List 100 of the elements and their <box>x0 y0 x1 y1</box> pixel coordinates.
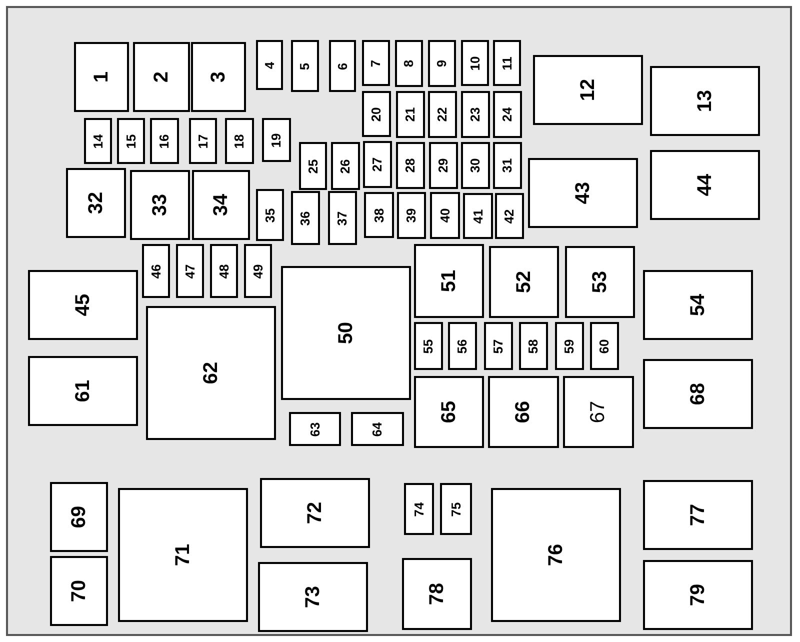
fuse-box <box>84 118 112 164</box>
fuse-number: 71 <box>173 544 193 566</box>
fuse-number: 17 <box>196 134 210 148</box>
fuse-number: 26 <box>339 158 352 174</box>
fuse-box <box>130 170 190 240</box>
fuse-number: 69 <box>69 506 89 528</box>
fuse-number: 21 <box>404 107 417 122</box>
fuse-box <box>299 142 327 190</box>
fuse-box <box>396 142 425 189</box>
fuse-number: 38 <box>372 208 386 222</box>
fuse-number: 27 <box>371 157 384 172</box>
fuse-box <box>191 42 246 112</box>
fuse-number: 14 <box>92 134 104 148</box>
fuse-box <box>491 488 621 622</box>
fuse-number: 22 <box>436 107 449 122</box>
fuse-box <box>331 142 360 190</box>
fuse-number: 59 <box>563 338 576 354</box>
fuse-box <box>555 322 584 370</box>
fuse-box <box>528 158 638 228</box>
fuse-box <box>643 480 753 550</box>
fuse-box <box>396 91 425 138</box>
fuse-number: 11 <box>500 56 514 70</box>
fuse-box <box>489 246 559 318</box>
fuse-number: 62 <box>201 362 221 384</box>
fuse-box <box>281 266 411 400</box>
fuse-number: 25 <box>306 158 320 174</box>
fuse-box <box>493 142 522 189</box>
fuse-box <box>643 270 753 340</box>
fuse-box <box>225 118 254 164</box>
fuse-box <box>262 118 291 162</box>
fuse-box <box>256 189 284 241</box>
fuse-number: 49 <box>252 264 264 278</box>
fuse-number: 63 <box>308 422 322 436</box>
fuse-number: 72 <box>305 502 325 524</box>
fuse-number: 58 <box>527 338 540 354</box>
fuse-box <box>362 40 390 86</box>
fuse-box <box>404 483 434 535</box>
fuse-number: 6 <box>336 62 349 70</box>
fuse-box <box>118 488 248 622</box>
fuse-box <box>50 482 108 552</box>
fuse-number: 10 <box>468 56 482 70</box>
fuse-box <box>291 40 319 92</box>
fuse-number: 35 <box>264 208 276 222</box>
fuse-number: 4 <box>263 61 276 69</box>
fuse-box <box>66 168 126 238</box>
fuse-number: 40 <box>438 208 452 223</box>
fuse-box <box>428 40 456 87</box>
fuse-box <box>463 193 493 239</box>
fuse-number: 32 <box>86 192 106 214</box>
fuse-box <box>142 244 170 298</box>
fuse-number: 73 <box>303 586 323 608</box>
fuse-box <box>495 193 524 239</box>
fuse-box <box>351 412 404 446</box>
fuse-number: 3 <box>208 71 228 83</box>
fuse-number: 33 <box>150 194 170 216</box>
fuse-number: 13 <box>695 90 715 112</box>
fuse-box <box>519 322 548 370</box>
fuse-number: 15 <box>124 134 138 148</box>
fuse-number: 19 <box>270 132 283 148</box>
fuse-number: 34 <box>211 194 231 216</box>
fuse-box <box>461 40 489 86</box>
fuse-box <box>364 192 394 238</box>
fuse-box <box>414 376 484 448</box>
fuse-box <box>258 562 368 632</box>
fuse-number: 47 <box>184 264 196 278</box>
fuse-number: 61 <box>73 380 93 402</box>
fuse-number: 28 <box>404 158 417 173</box>
fuse-number: 46 <box>150 264 162 278</box>
fuse-number: 77 <box>688 504 708 526</box>
fuse-number: 78 <box>427 582 447 606</box>
fuse-number: 5 <box>298 62 312 70</box>
fuse-box <box>565 246 635 318</box>
fuse-number: 70 <box>69 580 89 602</box>
fuse-box <box>289 412 341 446</box>
fuse-box <box>448 322 477 370</box>
fuse-number: 16 <box>158 134 171 148</box>
fuse-box <box>440 483 472 535</box>
fuse-box <box>210 244 238 298</box>
fuse-box <box>244 244 272 298</box>
fuse-number: 54 <box>688 294 708 316</box>
fuse-box <box>461 142 490 189</box>
fuse-box <box>363 141 392 188</box>
fuse-box <box>402 558 472 630</box>
fuse-number: 51 <box>439 270 459 292</box>
fuse-box <box>74 42 129 112</box>
fuse-number: 55 <box>422 338 435 354</box>
fuse-box <box>176 244 204 298</box>
fuse-box <box>395 40 423 87</box>
fuse-number: 53 <box>590 270 610 294</box>
fuse-box <box>50 556 108 626</box>
fuse-number: 44 <box>695 174 715 196</box>
fuse-box <box>650 66 760 136</box>
fuse-box <box>328 191 357 245</box>
fuse-box <box>192 170 250 240</box>
fuse-number: 43 <box>573 182 593 204</box>
fuse-number: 18 <box>233 134 246 148</box>
fuse-box <box>117 118 145 164</box>
fuse-box <box>493 91 522 138</box>
fuse-box <box>28 356 138 426</box>
fuse-number: 29 <box>437 158 450 173</box>
